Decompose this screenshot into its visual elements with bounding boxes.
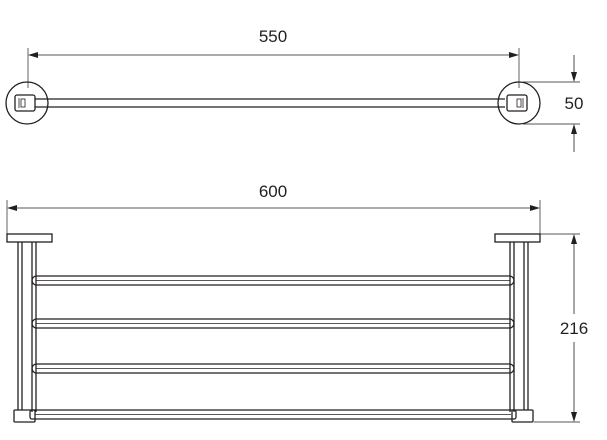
shelf-bar-1: [31, 275, 515, 286]
dimension-label-600: 600: [259, 182, 287, 201]
right-bracket-front: [494, 233, 541, 423]
dimension-label-50: 50: [565, 94, 584, 113]
towel-bar-bottom: [29, 409, 517, 420]
dimension-top-width: 550: [27, 27, 520, 88]
dimension-label-216: 216: [560, 319, 588, 338]
left-bracket-front: [6, 233, 53, 423]
towel-bar-top: [35, 98, 505, 108]
dimension-mount-diameter: 50: [523, 55, 583, 152]
left-mount-top: [5, 81, 49, 125]
top-view: 550 50: [5, 27, 583, 152]
dimension-label-550: 550: [259, 27, 287, 46]
shelf-bar-2: [31, 318, 515, 329]
dimension-height: 216: [534, 233, 588, 423]
dimension-bottom-width: 600: [6, 182, 541, 236]
right-mount-top: [497, 81, 541, 125]
shelf-bar-3: [31, 363, 515, 374]
front-view: 600: [6, 182, 588, 423]
